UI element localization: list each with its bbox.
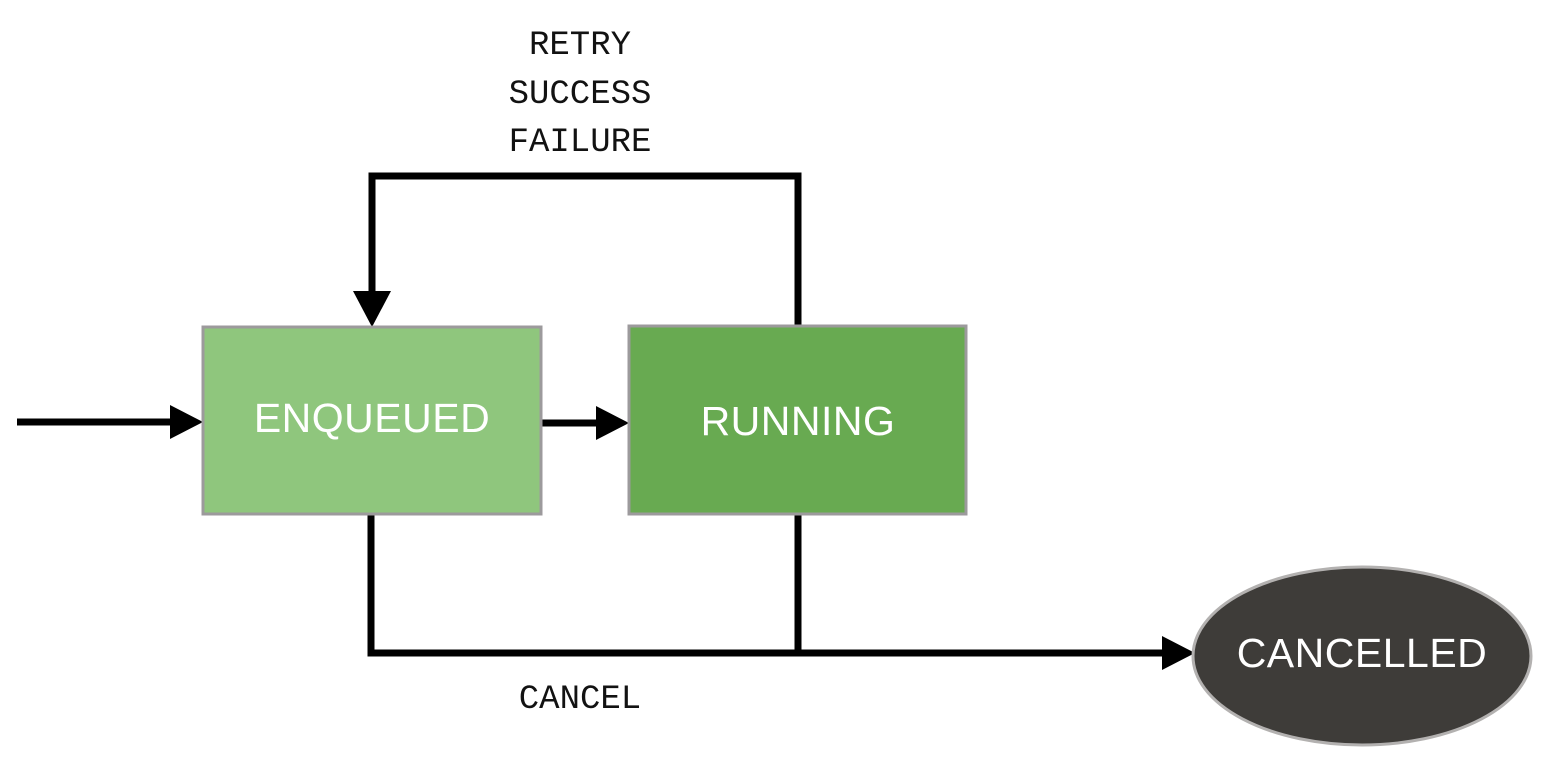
node-cancelled[interactable]: CANCELLED — [1191, 565, 1533, 747]
running-enqueued-arrow-head — [353, 291, 391, 327]
cancel-arrow-head — [1162, 636, 1195, 670]
running-label: RUNNING — [701, 398, 896, 444]
edge-label-retry: RETRY — [529, 27, 631, 65]
running-enqueued-line — [368, 172, 802, 326]
node-enqueued[interactable]: ENQUEUED — [201, 325, 543, 516]
enqueued-running-arrow-head — [596, 406, 629, 440]
entry-arrow-head — [170, 405, 203, 439]
edge-enqueued-to-running — [541, 406, 629, 440]
edge-entry-to-enqueued — [17, 405, 203, 439]
cancelled-ellipse[interactable] — [1191, 565, 1533, 747]
edge-cancel-to-cancelled — [367, 514, 1195, 670]
edge-running-to-enqueued — [353, 172, 802, 327]
cancel-line-from-enqueued — [367, 514, 1178, 657]
edge-label-cancel: CANCEL — [519, 681, 641, 719]
enqueued-label: ENQUEUED — [254, 395, 490, 441]
enqueued-box[interactable] — [201, 325, 543, 516]
running-box[interactable] — [627, 324, 968, 516]
edge-label-success: SUCCESS — [509, 76, 652, 114]
edge-label-failure: FAILURE — [509, 124, 652, 162]
node-running[interactable]: RUNNING — [627, 324, 968, 516]
cancelled-label: CANCELLED — [1237, 630, 1488, 676]
